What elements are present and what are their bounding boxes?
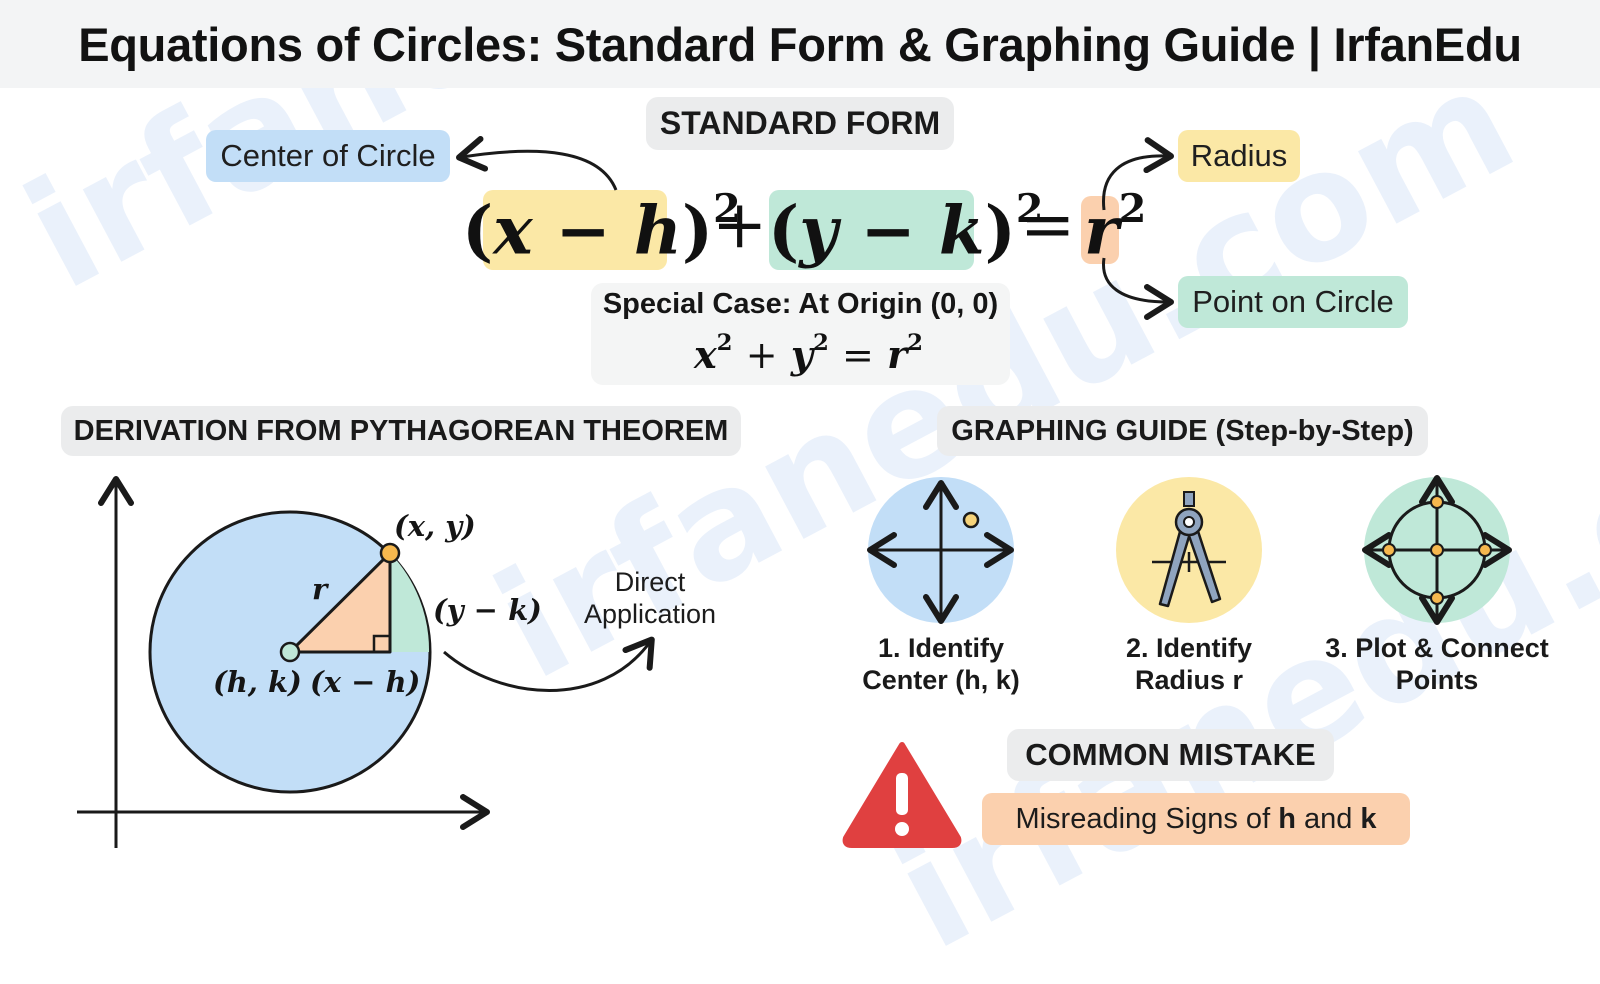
direct-application-line1: Direct [614, 567, 686, 597]
radius-r-label: r [312, 572, 328, 606]
mistake-and: and [1295, 802, 1361, 835]
step-1-line1: 1. Identify [877, 633, 1005, 663]
equation-rhs: r2 [1084, 186, 1146, 270]
warning-icon [842, 742, 962, 848]
special-case-equation: x2 + y2 = r2 [694, 330, 923, 377]
common-mistake-heading-text: COMMON MISTAKE [1025, 737, 1316, 772]
special-case-box [591, 283, 1010, 385]
vertical-leg-label: (y − k) [433, 593, 542, 627]
point-on-circle-label: Point on Circle [1178, 276, 1408, 328]
title-bar: Equations of Circles: Standard Form & Gr… [0, 0, 1600, 88]
special-r: r [887, 332, 908, 378]
derivation-diagram [77, 476, 655, 848]
step-3-line2: Points [1395, 665, 1479, 695]
equation-y-part: (y − k)2 [768, 186, 1044, 270]
x-minus-h: x − h [493, 191, 682, 270]
y-minus-k: y − k [799, 191, 985, 270]
direct-application-arrow [443, 636, 655, 692]
mistake-text: Misreading Signs of [1015, 802, 1271, 835]
equation-x-part: (x − h)2 [462, 186, 741, 270]
special-x: x [694, 332, 717, 378]
mistake-k: k [1360, 802, 1377, 835]
equals-sign: = [842, 333, 874, 378]
arrow-to-radius-label [1102, 137, 1174, 211]
arrow-to-point-label [1102, 257, 1174, 320]
right-angle-marker [372, 634, 390, 652]
special-case-title: Special Case: At Origin (0, 0) [602, 288, 999, 320]
common-mistake-box: Misreading Signs of h and k [982, 793, 1410, 845]
circle-plot-icon [1362, 475, 1512, 625]
exponent: 2 [1118, 186, 1147, 232]
direct-application-line2: Application [583, 599, 717, 629]
derivation-heading: DERIVATION FROM PYTHAGOREAN THEOREM [61, 406, 741, 456]
exponent: 2 [907, 330, 924, 356]
page-title: Equations of Circles: Standard Form & Gr… [78, 17, 1522, 71]
step-1-line2: Center (h, k) [862, 665, 1020, 695]
plus-sign: + [745, 333, 778, 378]
center-of-circle-label: Center of Circle [206, 130, 450, 182]
horizontal-leg-label: (x − h) [310, 665, 421, 699]
step-2-line1: 2. Identify [1125, 633, 1253, 663]
r-term: r [1084, 191, 1119, 270]
step-3-label: 3. Plot & Connect Points [1317, 632, 1557, 696]
point-xy-label: (x, y) [394, 509, 476, 543]
center-hk-label: (h, k) [213, 665, 302, 699]
plus-sign: + [712, 186, 768, 263]
exponent: 2 [713, 186, 741, 232]
common-mistake-heading: COMMON MISTAKE [1007, 729, 1334, 781]
equation-plus: + [712, 186, 767, 263]
graphing-guide-heading: GRAPHING GUIDE (Step-by-Step) [937, 406, 1428, 456]
center-hk-dot [279, 641, 301, 663]
radius-label: Radius [1178, 130, 1300, 182]
green-wedge [390, 553, 430, 652]
standard-form-heading-text: STANDARD FORM [659, 105, 941, 141]
direct-application-label: Direct Application [570, 566, 730, 630]
right-triangle [288, 551, 392, 654]
step-1-label: 1. Identify Center (h, k) [821, 632, 1061, 696]
equation-equals: = [1020, 186, 1075, 263]
step-2-label: 2. Identify Radius r [1069, 632, 1309, 696]
mistake-h: h [1278, 802, 1296, 835]
standard-form-heading: STANDARD FORM [646, 97, 954, 150]
derivation-heading-text: DERIVATION FROM PYTHAGOREAN THEOREM [73, 414, 729, 447]
r-term-highlight [1081, 196, 1119, 264]
exponent: 2 [1015, 186, 1044, 232]
radius-text: Radius [1190, 138, 1288, 173]
x-term-highlight [483, 190, 667, 270]
exponent: 2 [812, 330, 829, 356]
equals-sign: = [1020, 186, 1076, 263]
special-y: y [790, 332, 813, 378]
graphing-guide-heading-text: GRAPHING GUIDE (Step-by-Step) [951, 414, 1414, 447]
axes-point-icon [867, 477, 1014, 624]
exponent: 2 [716, 330, 733, 356]
center-of-circle-text: Center of Circle [220, 138, 436, 173]
arrow-to-center-label [456, 135, 618, 191]
compass-icon [1116, 477, 1262, 623]
point-xy-dot [379, 542, 401, 564]
step-3-line1: 3. Plot & Connect [1325, 633, 1549, 663]
diagram-graphics [77, 135, 1512, 848]
y-term-highlight [769, 190, 974, 270]
point-on-circle-text: Point on Circle [1192, 284, 1394, 319]
step-2-line2: Radius r [1134, 665, 1244, 695]
